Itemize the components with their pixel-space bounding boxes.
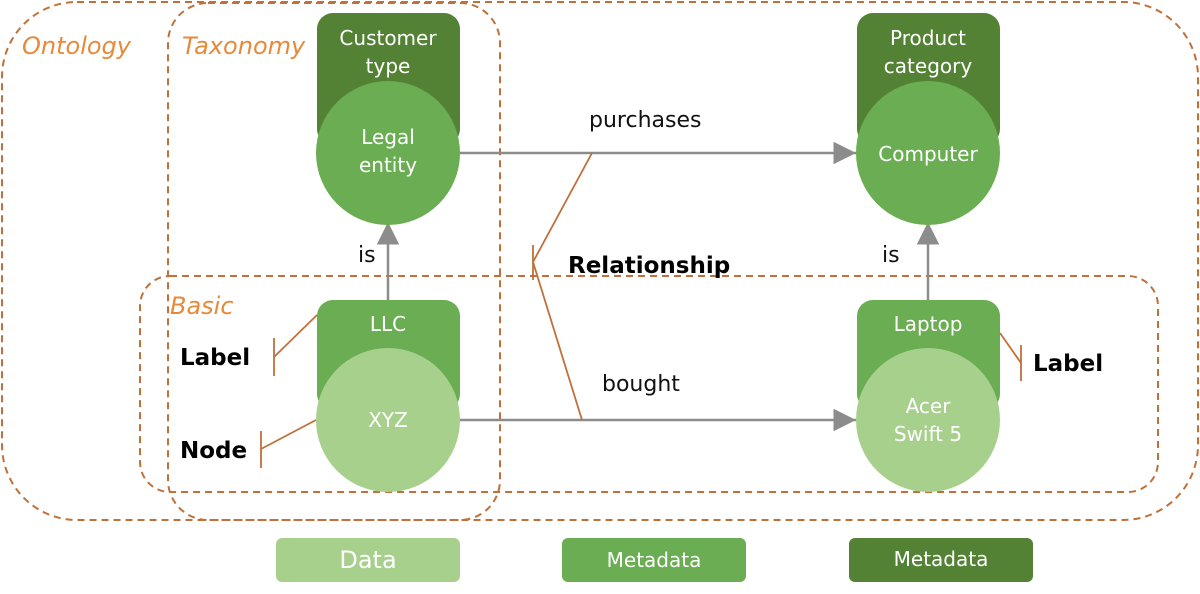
legend-data-swatch [276, 538, 460, 582]
legal-entity-node [316, 81, 460, 225]
edge-label-is-left: is [358, 243, 376, 268]
llc-label-text: LLC [370, 312, 406, 336]
acer-swift-node [856, 348, 1000, 492]
edge-label-is-right: is [882, 243, 900, 268]
label-callout-left: Label [180, 345, 250, 371]
computer-node-text: Computer [878, 142, 978, 166]
legend-metadata-light-label: Metadata [607, 548, 702, 572]
acer-swift-node-line1: Acer [906, 394, 952, 418]
legal-entity-node-line1: Legal [361, 125, 415, 149]
legend-metadata-light-swatch [562, 538, 746, 582]
acer-swift-node-line2: Swift 5 [894, 422, 962, 446]
node-callout-label: Node [180, 438, 247, 464]
edge-label-purchases: purchases [589, 108, 701, 133]
relationship-callout-label: Relationship [568, 253, 730, 279]
node-callout-bracket [260, 419, 317, 468]
customer-type-label-line1: Customer [339, 26, 437, 50]
taxonomy-region-label: Taxonomy [182, 32, 306, 60]
ontology-region-label: Ontology [22, 32, 132, 60]
xyz-node-text: XYZ [368, 408, 408, 432]
customer-type-label-line2: type [366, 54, 411, 78]
label-callout-right: Label [1033, 351, 1103, 377]
ontology-region [1, 1, 1199, 521]
edge-label-bought: bought [602, 372, 680, 397]
relationship-callout-bracket [532, 152, 593, 421]
legal-entity-node-line2: entity [359, 153, 417, 177]
basic-region-label: Basic [170, 292, 234, 320]
xyz-node [316, 348, 460, 492]
label-callout-right-bracket [999, 332, 1022, 381]
legend-metadata-dark-label: Metadata [894, 547, 989, 571]
taxonomy-region [167, 2, 501, 521]
legend-data-label: Data [339, 546, 396, 574]
computer-node [856, 81, 1000, 225]
basic-region [139, 275, 1159, 493]
legend-metadata-dark-swatch [849, 538, 1033, 582]
product-category-label-line1: Product [890, 26, 966, 50]
laptop-label-text: Laptop [894, 312, 963, 336]
label-callout-left-bracket [273, 314, 318, 376]
product-category-label-line2: category [884, 54, 973, 78]
